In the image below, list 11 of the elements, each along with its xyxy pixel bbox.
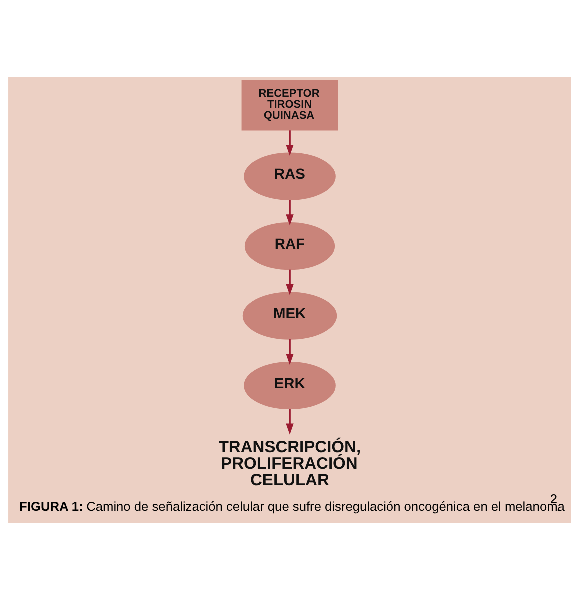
arrow xyxy=(286,410,294,435)
arrow xyxy=(286,130,294,156)
arrow xyxy=(286,270,294,296)
arrow xyxy=(286,340,294,366)
node-text: TRANSCRIPCIÓN, PROLIFERACIÓN CELULAR xyxy=(218,438,362,490)
arrow xyxy=(286,200,294,226)
node-ellipse: MEK xyxy=(242,292,338,340)
node-ellipse: RAF xyxy=(244,222,336,270)
node-ellipse: ERK xyxy=(244,362,336,410)
node-box: RECEPTOR TIROSIN QUINASA xyxy=(242,80,338,131)
node-ellipse: RAS xyxy=(244,152,336,200)
